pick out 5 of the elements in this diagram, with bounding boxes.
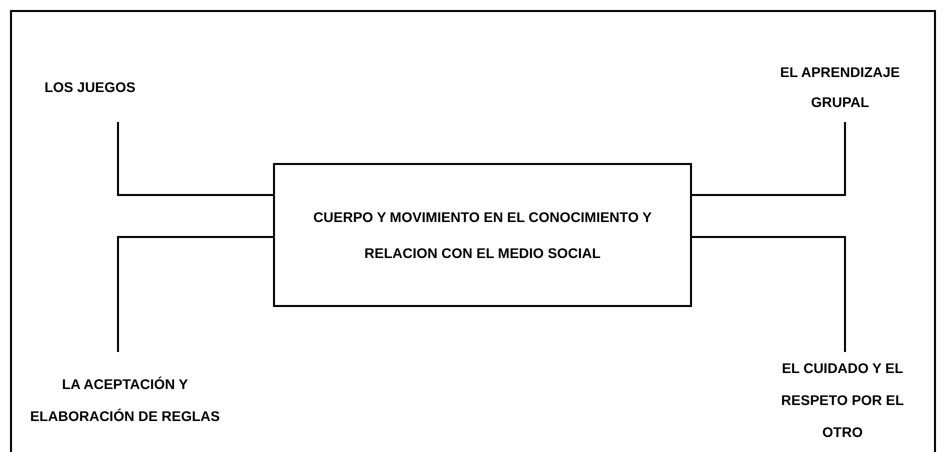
central-box: CUERPO Y MOVIMIENTO EN EL CONOCIMIENTO Y RELACION CON EL MEDIO SOCIAL [273, 163, 692, 307]
connector-line [692, 122, 846, 196]
connector-line [117, 236, 273, 352]
connector-line [692, 236, 846, 352]
connector-line [117, 122, 273, 196]
